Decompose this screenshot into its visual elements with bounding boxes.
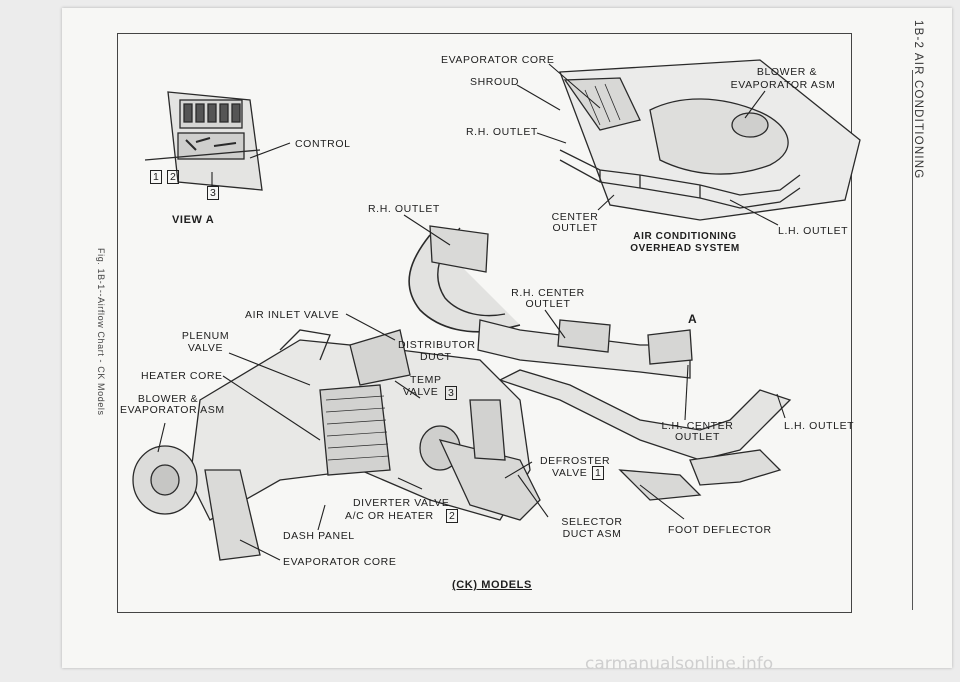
view-a-title: VIEW A xyxy=(172,214,215,226)
label-selector-2: DUCT ASM xyxy=(562,528,622,540)
watermark: carmanualsonline.info xyxy=(585,654,774,674)
label-heater-core: HEATER CORE xyxy=(141,370,223,382)
label-evaporator-core-bottom: EVAPORATOR CORE xyxy=(283,556,397,568)
callout-temp-valve: 3 xyxy=(445,386,458,400)
overhead-system-drawing xyxy=(559,59,861,221)
callout-defroster-valve: 1 xyxy=(592,466,605,480)
callout-box-2: 2 xyxy=(167,170,180,184)
margin-rule xyxy=(912,70,913,610)
figure-frame xyxy=(117,33,852,613)
label-lh-center-2: OUTLET xyxy=(674,431,721,443)
label-blower-left-1: BLOWER & xyxy=(137,393,199,405)
label-lh-outlet-right: L.H. OUTLET xyxy=(784,420,855,432)
callout-diverter-valve: 2 xyxy=(446,509,459,523)
view-a-arrow-label: A xyxy=(688,312,698,326)
label-dash-panel: DASH PANEL xyxy=(283,530,355,542)
figure-caption: Fig. 1B-1--Airflow Chart - CK Models xyxy=(96,248,106,416)
label-evaporator-core-top: EVAPORATOR CORE xyxy=(441,54,555,66)
label-diverter-1: DIVERTER VALVE xyxy=(353,497,450,509)
label-rh-center-1: R.H. CENTER xyxy=(511,287,585,299)
callout-box-3: 3 xyxy=(207,186,220,200)
label-lh-center-1: L.H. CENTER xyxy=(661,420,734,432)
label-blower-top-2: EVAPORATOR ASM xyxy=(730,79,836,91)
leader-lines xyxy=(157,63,786,561)
label-distributor-2: DUCT xyxy=(420,351,452,363)
label-shroud: SHROUD xyxy=(470,76,520,88)
label-defroster-2: VALVE xyxy=(552,467,588,479)
label-rh-outlet-mid: R.H. OUTLET xyxy=(368,203,440,215)
overhead-title-2: OVERHEAD SYSTEM xyxy=(630,243,740,254)
label-selector-1: SELECTOR xyxy=(561,516,623,528)
label-distributor-1: DISTRIBUTOR xyxy=(398,339,476,351)
page-header: 1B-2 AIR CONDITIONING xyxy=(912,20,924,180)
callout-box-1: 1 xyxy=(150,170,163,184)
label-plenum-1: PLENUM xyxy=(181,330,230,342)
label-blower-left-2: EVAPORATOR ASM xyxy=(120,404,225,416)
label-defroster-1: DEFROSTER xyxy=(540,455,611,467)
overhead-title-1: AIR CONDITIONING xyxy=(633,231,737,242)
label-rh-center-2: OUTLET xyxy=(525,298,571,310)
label-diverter-2: A/C OR HEATER xyxy=(345,510,434,522)
main-duct-drawing xyxy=(408,225,792,501)
label-plenum-2: VALVE xyxy=(187,342,224,354)
label-temp-1: TEMP xyxy=(410,374,442,386)
label-control: CONTROL xyxy=(295,138,351,150)
control-panel-drawing xyxy=(144,91,263,191)
label-center-outlet-2: OUTLET xyxy=(552,222,598,234)
label-center-outlet-1: CENTER xyxy=(551,211,599,223)
hvac-assembly-drawing xyxy=(132,329,541,561)
label-rh-outlet-top: R.H. OUTLET xyxy=(466,126,538,138)
label-foot-deflector: FOOT DEFLECTOR xyxy=(668,524,772,536)
label-temp-2: VALVE xyxy=(403,386,439,398)
label-blower-top-1: BLOWER & xyxy=(756,66,818,78)
label-air-inlet-valve: AIR INLET VALVE xyxy=(245,309,340,321)
label-lh-outlet-top: L.H. OUTLET xyxy=(778,225,849,237)
diagram-title: (CK) MODELS xyxy=(452,579,532,591)
